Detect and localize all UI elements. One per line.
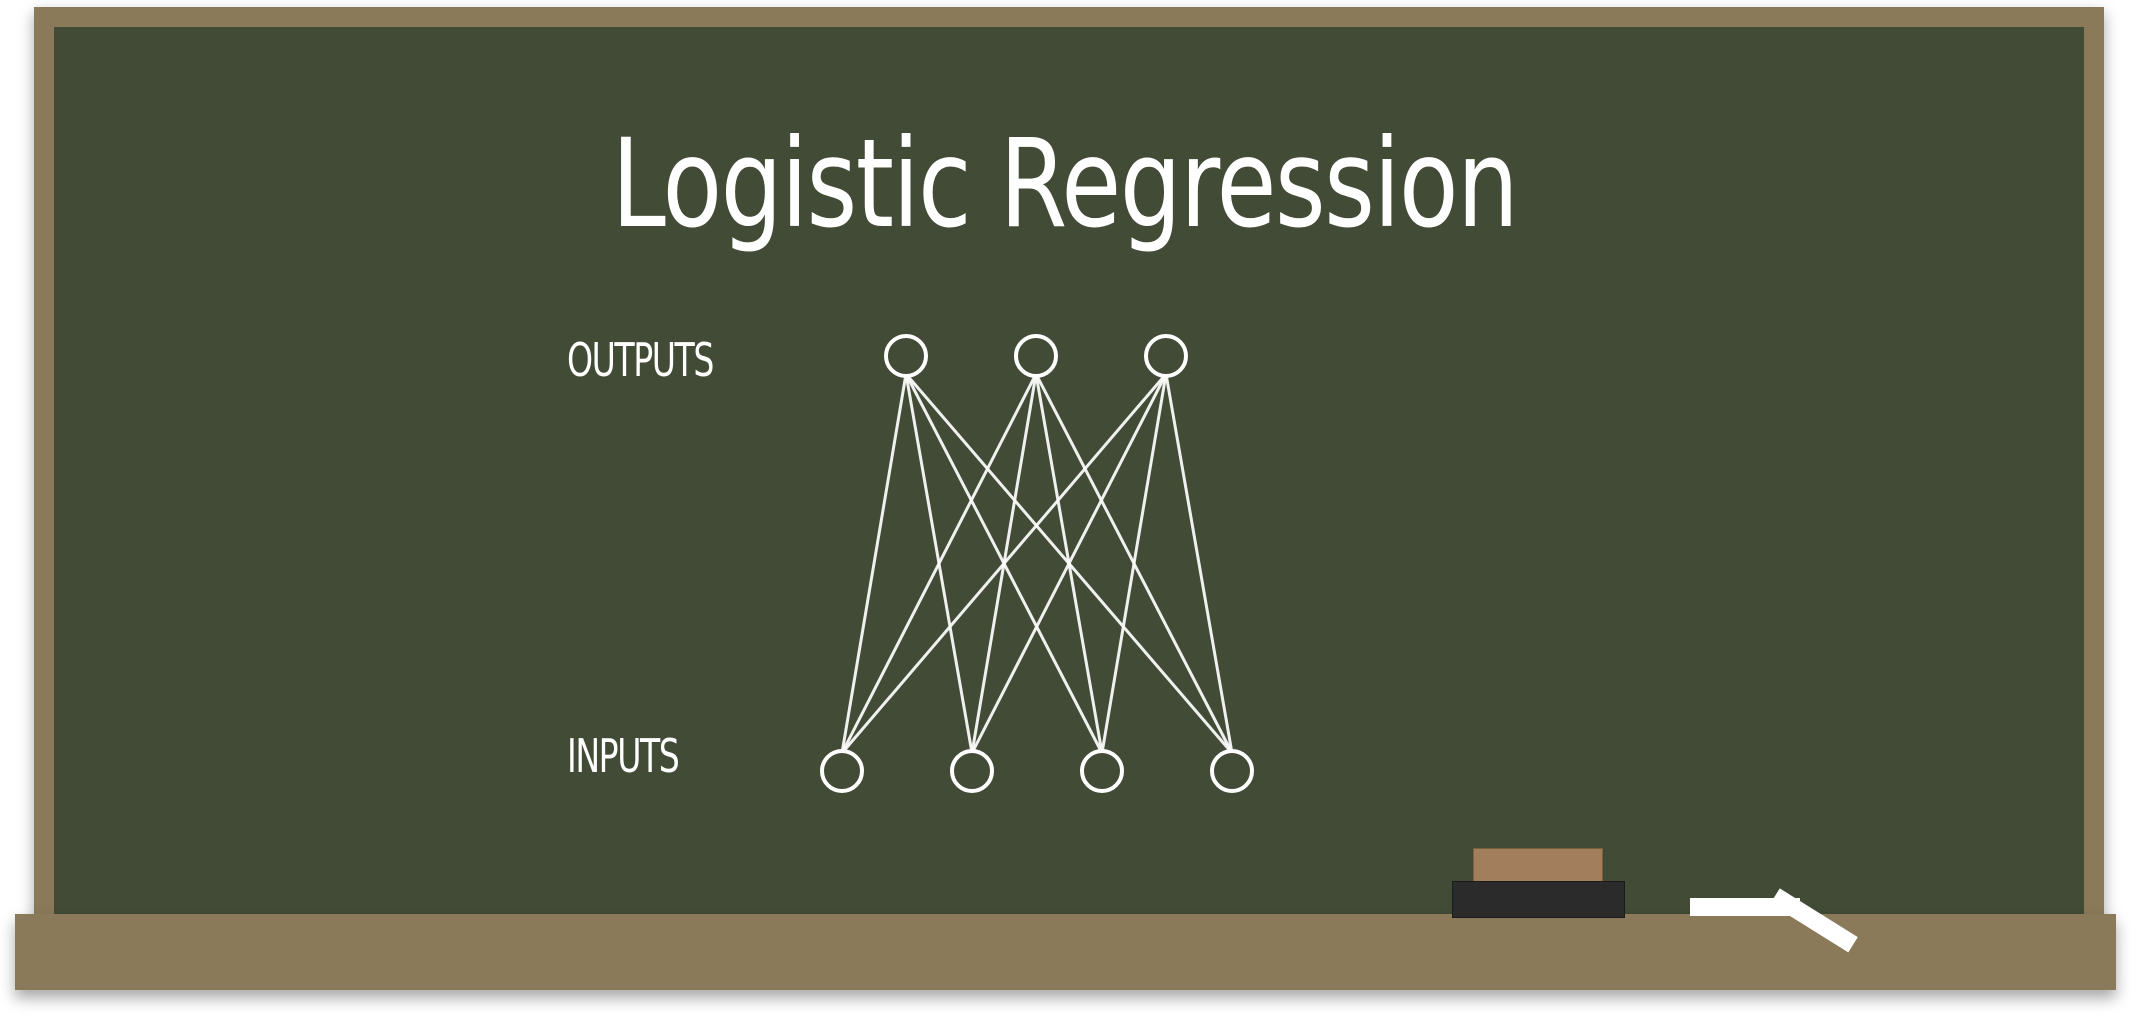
chalk-ledge bbox=[15, 914, 2116, 990]
inputs-label: INPUTS bbox=[567, 729, 680, 783]
board-title: Logistic Regression bbox=[611, 113, 1518, 255]
eraser-base bbox=[1452, 881, 1625, 918]
eraser-felt bbox=[1473, 848, 1603, 884]
outputs-label: OUTPUTS bbox=[567, 333, 714, 387]
